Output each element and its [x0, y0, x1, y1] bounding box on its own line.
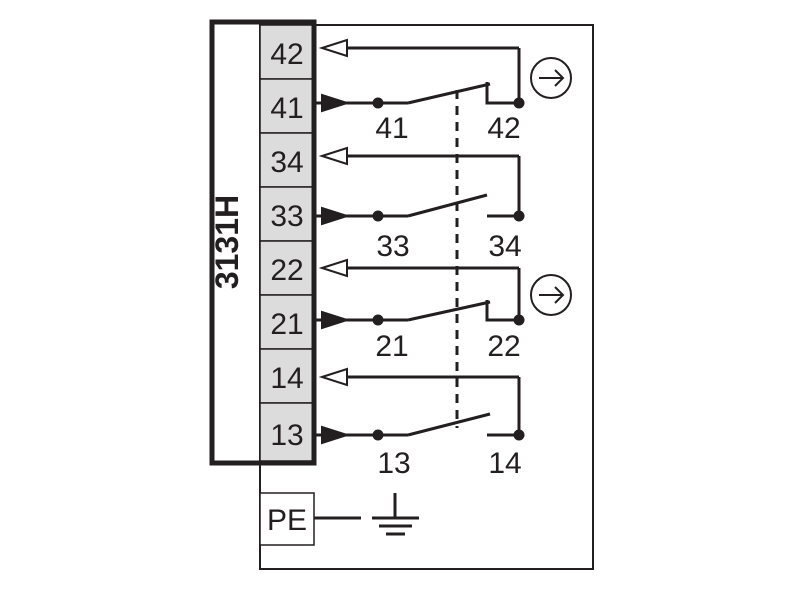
terminal-arrow-open-14 [318, 367, 348, 387]
terminal-labels: 42 41 34 33 22 21 14 13 [270, 38, 303, 452]
terminal-label-41: 41 [270, 92, 303, 125]
contact-33-34 [314, 154, 521, 218]
contact-node-13 [372, 429, 384, 441]
contact-label-21: 21 [375, 330, 408, 363]
contact-node-21 [372, 314, 384, 326]
contact-node-33 [372, 210, 384, 222]
terminal-label-34: 34 [270, 146, 303, 179]
terminal-label-42: 42 [270, 38, 303, 71]
contact-node-14 [513, 429, 525, 441]
terminal-arrow-open-42 [318, 38, 348, 58]
ground-icon [314, 493, 419, 536]
terminal-arrow-filled-33 [321, 206, 351, 226]
terminal-cell-21 [259, 294, 315, 350]
contact-node-34 [513, 210, 525, 222]
terminal-label-33: 33 [270, 200, 303, 233]
terminal-arrow-open-22 [318, 258, 348, 278]
contact-13-14 [314, 375, 521, 437]
contact-node-41 [372, 97, 384, 109]
terminal-cell-33 [259, 186, 315, 242]
terminal-arrow-filled-13 [321, 425, 351, 445]
terminal-arrow-open-34 [318, 146, 348, 166]
terminal-arrow-filled-21 [321, 310, 351, 330]
positive-opening-icon [530, 57, 572, 99]
terminal-label-13: 13 [270, 419, 303, 452]
contact-node-42 [513, 97, 525, 109]
contact-label-22: 22 [487, 330, 520, 363]
terminal-cell-13 [259, 402, 315, 462]
pe-label: PE [267, 504, 307, 537]
contact-label-33: 33 [376, 230, 409, 263]
terminal-arrow-filled-41 [321, 93, 351, 113]
pe-terminal [259, 492, 315, 546]
terminal-cell-14 [259, 348, 315, 404]
contact-label-41: 41 [375, 112, 408, 145]
terminal-label-21: 21 [270, 308, 303, 341]
terminal-label-14: 14 [270, 362, 303, 395]
contact-label-14: 14 [488, 447, 521, 480]
contact-label-42: 42 [487, 112, 520, 145]
contact-node-22 [513, 314, 525, 326]
device-name: 3131H [209, 195, 245, 289]
positive-opening-icon [530, 274, 572, 316]
terminal-cells [259, 24, 315, 462]
terminal-label-22: 22 [270, 254, 303, 287]
device-frame [209, 19, 317, 466]
contact-label-13: 13 [377, 447, 410, 480]
contact-label-34: 34 [488, 230, 521, 263]
